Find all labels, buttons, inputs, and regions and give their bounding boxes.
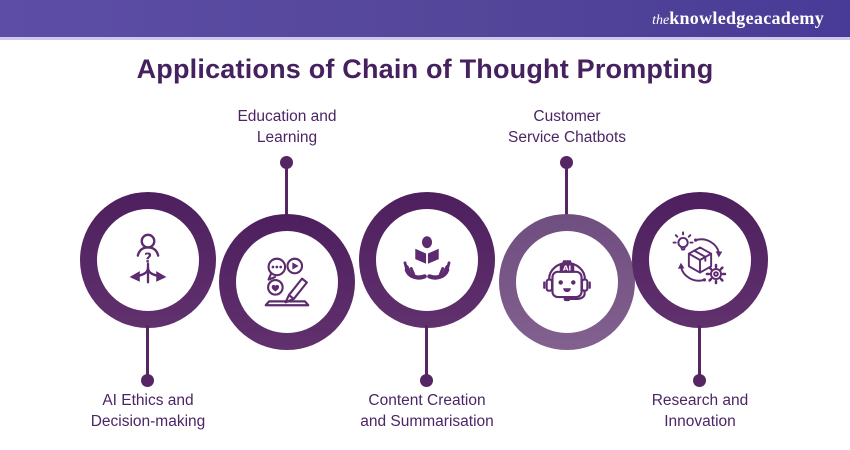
application-node-education: Education and Learning (177, 0, 397, 450)
node-ring-inner (376, 209, 478, 311)
innovation-cycle-icon (672, 231, 727, 285)
application-node-research: Research and Innovation (590, 0, 810, 450)
reading-book-icon (403, 236, 451, 280)
connector-line (698, 325, 701, 377)
connector-dot (420, 374, 433, 387)
connector-line (285, 161, 288, 215)
connector-dot (693, 374, 706, 387)
node-label-line1: Education and (237, 108, 337, 125)
education-learning-icon (264, 257, 310, 307)
node-label: Content Creation and Summarisation (317, 390, 537, 432)
brand-logo: theknowledgeacademy (652, 0, 824, 37)
node-label-line1: AI Ethics and (102, 392, 194, 409)
connector-line (425, 325, 428, 377)
node-label: Research and Innovation (590, 390, 810, 432)
node-ring (359, 192, 495, 328)
node-ring (219, 214, 355, 350)
node-label-line2: and Summarisation (360, 413, 494, 430)
question-mark-glyph: ? (144, 250, 152, 266)
connector-dot (141, 374, 154, 387)
application-node-ai-ethics: ? AI Ethics and Decision-making (38, 0, 258, 450)
node-label-line2: Innovation (664, 413, 736, 430)
header-underline (0, 37, 850, 40)
logo-the: the (652, 13, 670, 28)
application-node-content-creation: Content Creation and Summarisation (317, 0, 537, 450)
node-label-line1: Content Creation (368, 392, 486, 409)
logo-academy: academy (753, 8, 824, 28)
logo-knowledge: knowledge (669, 8, 754, 28)
page-title: Applications of Chain of Thought Prompti… (136, 54, 714, 84)
node-label-line2: Decision-making (90, 413, 206, 430)
header-band (0, 0, 850, 37)
node-ring-inner: AI (516, 231, 618, 333)
ai-chatbot-icon: AI (543, 260, 591, 302)
connector-line (146, 325, 149, 377)
application-node-chatbots: Customer Service Chatbots (457, 0, 677, 450)
node-label-line2: Learning (256, 129, 318, 146)
ai-badge-text: AI (563, 264, 572, 273)
node-label-line1: Customer (533, 108, 601, 125)
node-label-line2: Service Chatbots (507, 129, 627, 146)
node-ring-inner (649, 209, 751, 311)
decision-paths-icon: ? (129, 233, 167, 284)
node-ring: ? (80, 192, 216, 328)
node-label: Education and Learning (177, 106, 397, 148)
node-ring-inner (236, 231, 338, 333)
node-ring (632, 192, 768, 328)
connector-line (565, 161, 568, 215)
node-ring: AI (499, 214, 635, 350)
node-label-line1: Research and (651, 392, 749, 409)
node-ring-inner: ? (97, 209, 199, 311)
node-label: Customer Service Chatbots (457, 106, 677, 148)
node-label: AI Ethics and Decision-making (38, 390, 258, 432)
